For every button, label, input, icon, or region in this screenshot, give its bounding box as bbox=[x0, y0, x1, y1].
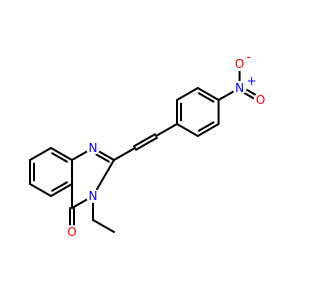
bond-v1-v2 bbox=[133, 133, 157, 148]
bond-q5-q0 bbox=[176, 123, 199, 137]
bond-v2-q0 bbox=[155, 123, 178, 137]
atom-label-o-nitro-right: O bbox=[256, 93, 265, 107]
charge-label-n-nitro: + bbox=[247, 74, 257, 88]
bond-v1-v2-second bbox=[134, 136, 158, 151]
bond-b2-b3 bbox=[29, 183, 52, 197]
charge-label-o-nitro-top: - bbox=[247, 50, 251, 64]
bond-b5-b6 bbox=[50, 147, 73, 161]
atom-background bbox=[86, 189, 100, 203]
atom-background bbox=[65, 225, 79, 239]
bond-q4-q5 bbox=[196, 123, 220, 137]
atom-label-n-ring-1: N bbox=[89, 141, 98, 155]
bond-q1-q2 bbox=[176, 87, 199, 101]
bond-c2-v1 bbox=[113, 147, 136, 161]
atom-label-n-ring-3: N bbox=[89, 189, 98, 203]
bond-b5-b6-inner bbox=[51, 152, 68, 163]
bond-e1-e2 bbox=[92, 219, 115, 233]
atom-background bbox=[232, 57, 247, 71]
bond-b6-b1 bbox=[29, 147, 52, 161]
bond-b3-b4 bbox=[50, 183, 73, 197]
bond-b3-b4-inner bbox=[51, 181, 68, 192]
atom-background bbox=[253, 93, 268, 107]
atom-label-n-nitro: N bbox=[235, 81, 244, 95]
bond-n1-c2-inner bbox=[93, 152, 110, 163]
atom-background bbox=[232, 81, 247, 95]
atom-label-o-nitro-top: O bbox=[235, 57, 244, 71]
atom-label-o-carbonyl: O bbox=[67, 225, 76, 239]
bond-q2-q3-inner bbox=[197, 92, 215, 103]
bond-q4-q5-inner bbox=[197, 121, 215, 132]
atom-background bbox=[86, 141, 100, 155]
bond-group bbox=[29, 63, 263, 233]
bond-q2-q3 bbox=[196, 87, 220, 101]
